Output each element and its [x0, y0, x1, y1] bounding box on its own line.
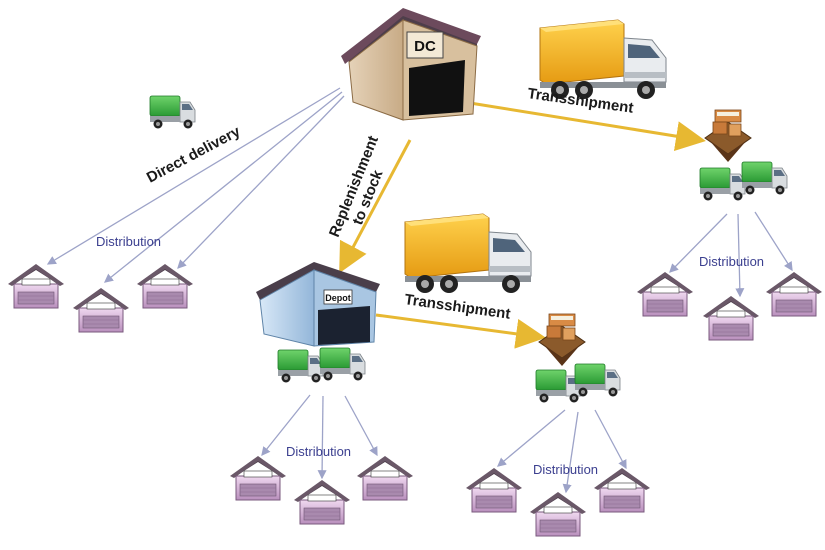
- distribution-label-depot: Distribution: [286, 444, 351, 459]
- distribution-label-right: Distribution: [699, 254, 764, 269]
- store-icon: [529, 491, 587, 537]
- store-icon: [465, 467, 523, 513]
- store-icon: [229, 455, 287, 501]
- crossdock-right-truck-1-icon: [699, 167, 746, 201]
- store-icon: [7, 263, 65, 309]
- store-icon: [765, 271, 823, 317]
- distribution-label-left: Distribution: [96, 234, 161, 249]
- transshipment-arrow-middle: [375, 313, 546, 349]
- store-icon: [593, 467, 651, 513]
- crossdock-right-icon: [704, 109, 752, 163]
- crossdock-bottom-truck-1-icon: [535, 369, 582, 403]
- store-icon: [72, 287, 130, 333]
- depot-truck-1-icon: [277, 349, 324, 383]
- depot-distribution-arrows: [261, 394, 378, 480]
- transshipment-truck-middle-icon: [404, 213, 532, 294]
- crossdock-right-truck-2-icon: [741, 161, 788, 195]
- right-distribution-arrows: [669, 211, 793, 298]
- bottom-right-distribution-arrows: [497, 409, 627, 494]
- dc-warehouse-icon: DC: [341, 8, 481, 121]
- dc-label: DC: [414, 38, 436, 55]
- depot-warehouse-icon: Depot: [256, 262, 380, 347]
- direct-delivery-arrows: [46, 87, 345, 283]
- transshipment-label-middle: Transshipment: [403, 291, 511, 323]
- transshipment-arrow-top: [469, 101, 706, 151]
- store-icon: [702, 295, 760, 341]
- store-icon: [636, 271, 694, 317]
- crossdock-bottom-icon: [538, 313, 586, 367]
- transshipment-truck-top-icon: [539, 19, 667, 100]
- crossdock-bottom-truck-2-icon: [574, 363, 621, 397]
- distribution-label-bottom-right: Distribution: [533, 462, 598, 477]
- store-icon: [356, 455, 414, 501]
- direct-delivery-truck-icon: [149, 95, 196, 129]
- depot-label: Depot: [325, 293, 351, 303]
- depot-truck-2-icon: [319, 347, 366, 381]
- store-icon: [136, 263, 194, 309]
- replenishment-arrow: [339, 139, 412, 274]
- store-icon: [293, 479, 351, 525]
